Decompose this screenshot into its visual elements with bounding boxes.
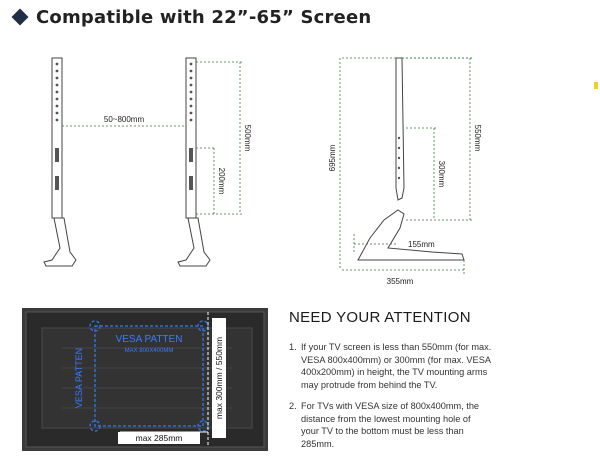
item-number: 1. [289,342,297,352]
right-upright [185,57,197,219]
page-title: Compatible with 22”-65” Screen [11,5,372,29]
item-line: For TVs with VESA size of 800x400mm, the [301,401,480,411]
item-line: distance from the lowest mounting hole o… [301,413,471,424]
total-height-label: 695mm [328,144,337,171]
item-line: 285mm. [301,438,335,449]
right-base [177,217,211,267]
bottom-label: max 285mm [136,433,183,443]
left-base [43,217,77,267]
attention-item-1: 1. If your TV screen is less than 550mm … [289,341,529,391]
depth-label: 155mm [408,240,435,249]
mid-label: 300mm [437,161,446,188]
tv-height-label: max 300mm / 550mm [214,337,224,419]
mounting-holes [55,62,193,190]
side-vesa-label: VESA PATTEN [74,348,84,408]
tv-back-photo: VESA PATTEN MAX 800X400MM VESA PATTEN ma… [22,308,268,451]
title-text: Compatible with 22”-65” Screen [36,6,372,28]
item-line: If your TV screen is less than 550mm (fo… [301,342,492,352]
vesa-label: VESA PATTEN [116,334,183,345]
width-label: 50~800mm [104,115,145,124]
item-line: your TV to the bottom must be less than [301,426,464,437]
side-view-diagram: 695mm 550mm 300mm 155mm 355mm [328,57,482,286]
vesa-pattern-box [89,320,209,432]
item-line: may protrude from behind the TV. [301,379,438,390]
front-view-diagram: 50~800mm 500mm 200mm [43,57,252,267]
item-number: 2. [289,401,297,411]
item-line: 400x200mm) in height, the TV mounting ar… [301,367,488,378]
side-base [357,209,465,261]
attention-item-2: 2. For TVs with VESA size of 800x400mm, … [289,400,529,450]
base-label: 355mm [387,277,414,286]
height-label: 500mm [243,125,252,152]
accent-dot [594,82,598,89]
item-line: VESA 800x400mm) or 300mm (for max. VESA [301,354,491,365]
left-upright [51,57,63,219]
vesa-sub: MAX 800X400MM [125,348,174,354]
upper-label: 550mm [473,125,482,152]
side-upright [395,57,405,201]
attention-heading: NEED YOUR ATTENTION [289,309,471,326]
diamond-bullet-icon [11,8,29,26]
inner-height-label: 200mm [217,168,226,195]
